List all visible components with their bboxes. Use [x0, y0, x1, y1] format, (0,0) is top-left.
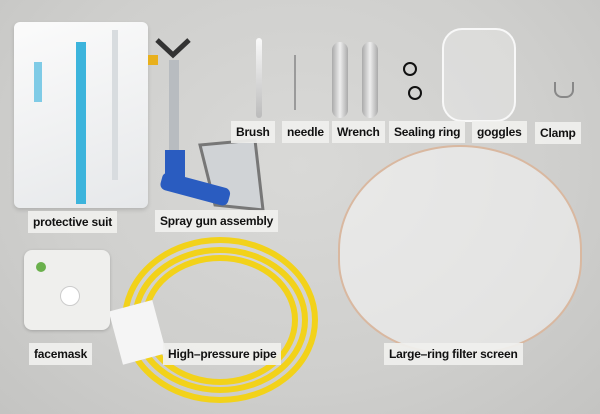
label-sealing-ring: Sealing ring: [389, 121, 466, 143]
label-high-pressure-pipe: High–pressure pipe: [163, 343, 282, 365]
brush-image: [256, 38, 262, 118]
protective-suit-image: [14, 22, 148, 208]
wrench-image: [332, 42, 348, 118]
sealing-ring-image: [408, 86, 422, 100]
label-protective-suit: protective suit: [28, 211, 118, 233]
high-pressure-pipe-image: [110, 237, 318, 403]
label-wrench: Wrench: [332, 121, 385, 143]
label-goggles: goggles: [472, 121, 527, 143]
needle-image: [294, 55, 296, 110]
label-filter-screen: Large–ring filter screen: [384, 343, 523, 365]
sealing-ring-image: [403, 62, 417, 76]
label-clamp: Clamp: [535, 122, 581, 144]
filter-screen-image: [338, 145, 582, 354]
spray-gun-image: [148, 38, 265, 212]
label-brush: Brush: [231, 121, 275, 143]
label-spray-gun: Spray gun assembly: [155, 210, 279, 232]
goggles-image: [442, 28, 516, 122]
wrench-image: [362, 42, 378, 118]
label-needle: needle: [282, 121, 329, 143]
facemask-image: [24, 250, 110, 330]
label-facemask: facemask: [29, 343, 93, 365]
clamp-image: [554, 82, 574, 98]
